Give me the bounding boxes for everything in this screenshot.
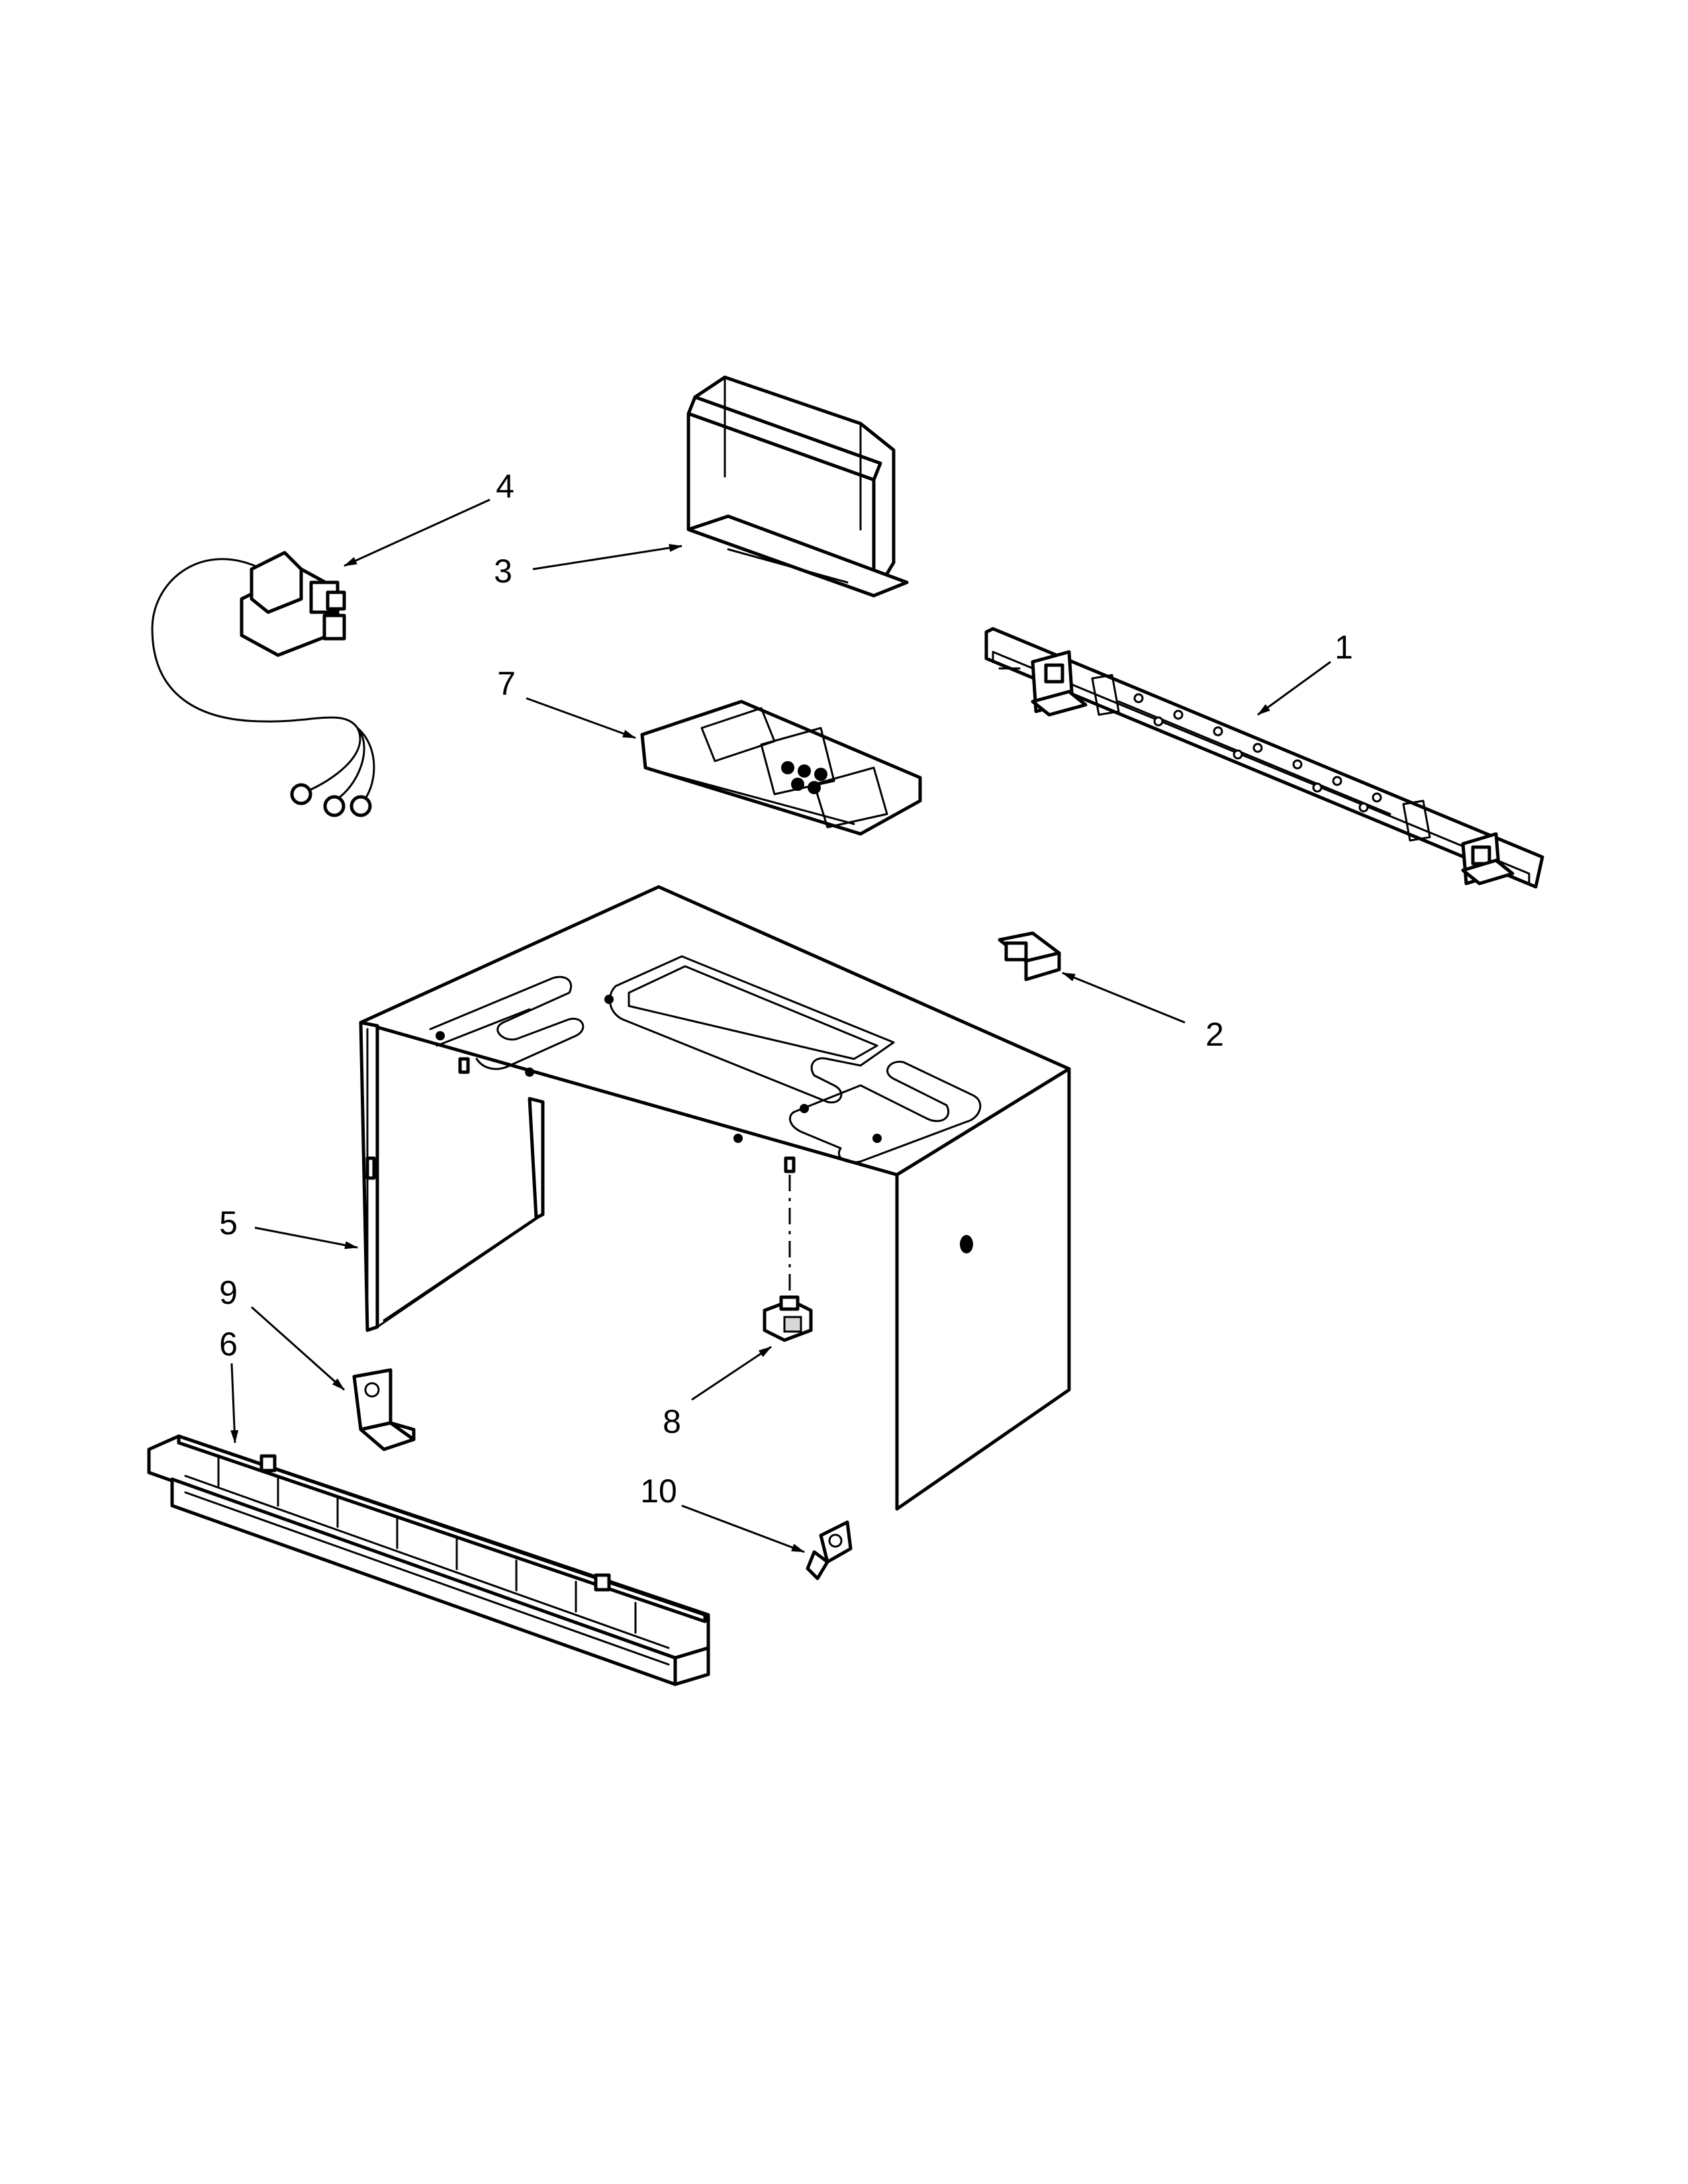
leader-lines [230,498,1331,1553]
leader-8 [691,1345,772,1401]
bracket-10-part [806,1520,853,1580]
callout-6: 6 [219,1326,238,1363]
vent-grille-part [147,1434,710,1686]
callout-10: 10 [640,1473,677,1510]
callout-3: 3 [494,553,512,590]
callout-4: 4 [496,468,514,505]
leader-3 [532,543,682,570]
callout-1: 1 [1335,629,1353,666]
callout-7: 7 [497,665,516,702]
leader-7 [526,697,636,739]
vent-tray-part [686,375,909,598]
leader-1 [1257,660,1331,716]
mounting-plate-part [984,627,1544,889]
control-bracket-part [640,700,922,836]
leader-5 [254,1226,358,1250]
leader-6 [230,1363,239,1443]
callout-labels: 1 2 3 4 5 6 7 8 9 10 [219,468,1353,1510]
bracket-9-part [352,1368,416,1451]
callout-9: 9 [219,1274,238,1311]
leader-10 [681,1504,805,1553]
callout-8: 8 [663,1403,681,1440]
cabinet-wrapper-part [359,885,1071,1511]
callout-2: 2 [1205,1016,1224,1053]
leader-2 [1062,972,1186,1024]
clip-part [998,931,1061,981]
leader-4 [344,498,491,567]
callout-5: 5 [219,1205,238,1242]
power-cord-part [151,551,375,817]
switch-part [763,1175,813,1342]
leader-9 [251,1306,345,1391]
